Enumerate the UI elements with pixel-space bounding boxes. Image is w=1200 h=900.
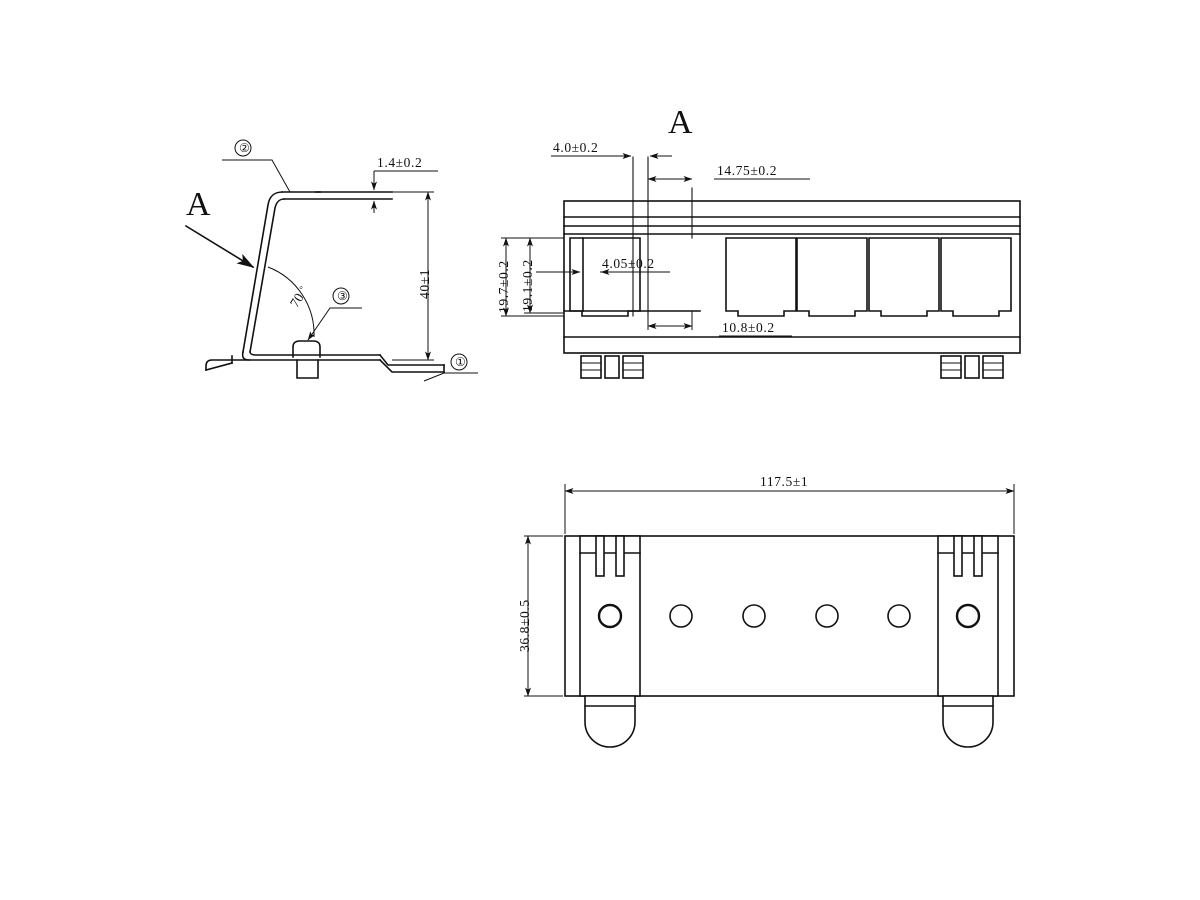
plate-hole-4 [887, 604, 911, 628]
dim-slot-width-label: 4.0±0.2 [553, 140, 598, 155]
dim-port-pitch-label: 14.75±0.2 [717, 163, 777, 178]
plate-tab-left-slot-1 [595, 535, 605, 577]
dim-outer-height-label-group: 19.7±0.2 [496, 260, 511, 313]
foot-right-group [940, 355, 1004, 379]
plate-tab-right-slot-2 [973, 535, 983, 577]
plate-tab-left-slot-2 [615, 535, 625, 577]
plate-hole-3 [815, 604, 839, 628]
rj45-port-2 [725, 237, 797, 317]
balloon-1-circle [450, 353, 468, 371]
rj45-port-4 [868, 237, 940, 317]
bracket-upper-bend-inner [249, 198, 285, 353]
foot-right-b [964, 355, 980, 379]
bracket-upper-bend-outer [242, 191, 283, 353]
dim-inner-slot-label: 4.05±0.2 [602, 256, 655, 271]
balloon-2-leader [222, 159, 291, 193]
balloon-1-leader [423, 372, 478, 382]
dim-outer-height-label: 19.7±0.2 [496, 260, 511, 313]
plate-hole-1 [669, 604, 693, 628]
top-view-group: 117.5±1 36.8±0.5 [517, 474, 1015, 748]
rj45-port-1 [569, 237, 641, 317]
plate-tab-left-hole [597, 603, 623, 629]
bracket-right-step-outer [378, 358, 445, 373]
angle-degree-symbol: ° [297, 284, 308, 293]
foot-left-group [580, 355, 644, 379]
dim-inner-height-label-group: 19.1±0.2 [520, 259, 535, 312]
dim-width-label-group: 36.8±0.5 [517, 599, 532, 652]
side-section-label: A [186, 186, 211, 223]
bracket-left-hook-tip [205, 362, 233, 371]
dim-height-label: 40±1 [417, 269, 432, 299]
bracket-rivet-shank [296, 359, 319, 379]
balloon-3-leader [307, 307, 362, 341]
dim-length-label: 117.5±1 [760, 474, 808, 489]
foot-right-a [940, 355, 962, 379]
balloon-2-label: ② [239, 141, 250, 155]
dim-port-offset-label: 10.8±0.2 [722, 320, 775, 335]
angle-arc-70 [267, 266, 315, 338]
side-view-group: A [184, 139, 478, 382]
balloon-2-circle [234, 139, 252, 157]
balloon-3-circle [332, 287, 350, 305]
foot-left-c [622, 355, 644, 379]
dim-height-label-group: 40±1 [417, 269, 432, 299]
plate-tab-left-group [579, 535, 641, 748]
plate-tab-right-group [937, 535, 999, 748]
bracket-left-hook-outer [205, 359, 250, 371]
plate-tab-left-foot [584, 695, 636, 748]
dim-width-label: 36.8±0.5 [517, 599, 532, 652]
plate-tab-right-hole [955, 603, 981, 629]
angle-value: 70 [287, 290, 307, 310]
bracket-boss-dome [292, 340, 321, 358]
dim-thickness-label: 1.4±0.2 [377, 155, 422, 170]
bracket-right-step-inner [378, 353, 445, 366]
rj45-port-3 [796, 237, 868, 317]
foot-left-a [580, 355, 602, 379]
foot-right-c [982, 355, 1004, 379]
section-arrow-side [184, 224, 255, 269]
balloon-3-label: ③ [337, 289, 348, 303]
balloon-1-label: ① [455, 355, 466, 369]
foot-left-b [604, 355, 620, 379]
front-view-group: A [496, 104, 1021, 379]
bracket-lower-left-bend-outer [241, 351, 381, 361]
plate-hole-2 [742, 604, 766, 628]
plate-tab-right-slot-1 [953, 535, 963, 577]
plate-tab-right-foot [942, 695, 994, 748]
bracket-lower-left-bend-inner [249, 351, 381, 356]
rj45-port-5 [940, 237, 1012, 317]
angle-label-group: 70 ° [287, 284, 308, 310]
front-section-label: A [668, 104, 693, 141]
dim-inner-height-label: 19.1±0.2 [520, 259, 535, 312]
